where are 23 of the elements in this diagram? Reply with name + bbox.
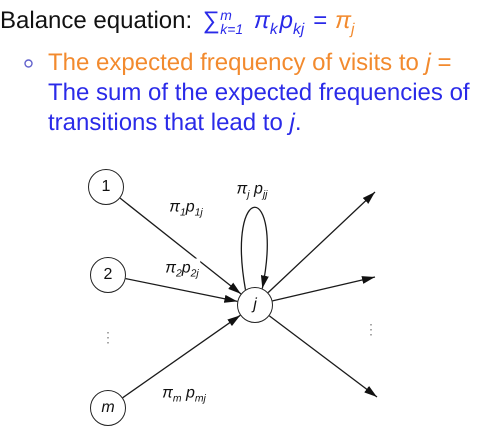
node-label: 2: [104, 267, 112, 283]
bullet-text: The sum of the expected frequencies of transitions that lead to j.: [48, 78, 471, 138]
arrow: [272, 276, 376, 302]
state-circle: [237, 287, 273, 323]
state-circle: [88, 169, 124, 205]
state-circle: [90, 390, 126, 426]
bullet-text: The expected frequency of visits to j =: [48, 48, 453, 78]
arrow: [126, 278, 238, 303]
arrow: [122, 314, 241, 398]
formula: ∑$^{m}$$_{k=1}$ π$_{k}$p$_{kj}$ =: [202, 6, 327, 36]
node-label: m: [101, 400, 115, 416]
node-label: j: [253, 297, 257, 313]
state-circle: [90, 257, 126, 293]
node-label: 1: [102, 179, 110, 195]
arrow: [268, 192, 376, 294]
edge-label: π$_{2}$p$_{2j}$: [164, 258, 200, 278]
formula: π$_{j}$: [334, 6, 356, 36]
arrow: [120, 198, 242, 294]
heading: Balance equation:: [0, 6, 192, 36]
vertical-ellipsis: ⋮: [101, 328, 115, 346]
arrow: [268, 315, 378, 398]
vertical-ellipsis: ⋮: [364, 320, 378, 338]
self-loop-arrow: [240, 206, 268, 290]
